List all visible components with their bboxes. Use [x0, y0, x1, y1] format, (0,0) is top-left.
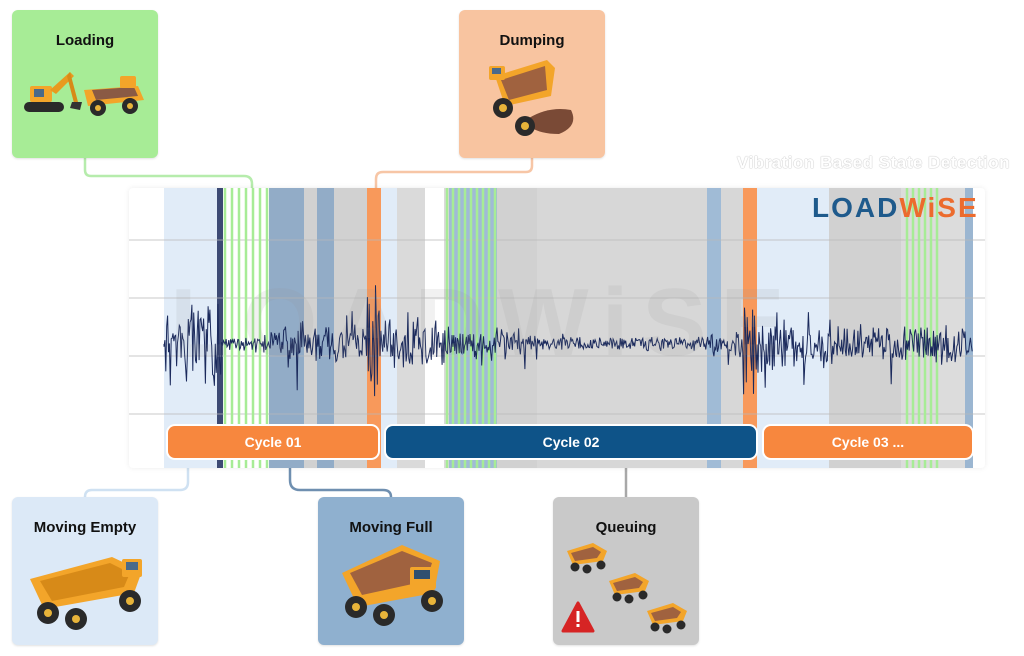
warning-icon [561, 601, 595, 633]
state-band [497, 188, 537, 468]
cycle-02-pill: Cycle 02 [386, 426, 756, 458]
moving-full-state-card: Moving Full [318, 497, 464, 645]
queued-trucks-icon [561, 543, 687, 634]
vibration-signal [163, 285, 973, 397]
grid-lines [129, 239, 985, 415]
state-band [829, 188, 901, 468]
state-band [304, 188, 317, 468]
moving-empty-label: Moving Empty [33, 519, 137, 536]
moving-empty-state-card: Moving Empty [12, 497, 158, 645]
state-band [721, 188, 743, 468]
state-band [757, 188, 829, 468]
cycle-03-pill: Cycle 03 ... [764, 426, 972, 458]
loaded-haul-truck-icon [342, 545, 443, 626]
queuing-state-card: Queuing [553, 497, 699, 645]
state-band [965, 188, 973, 468]
state-band [269, 188, 304, 468]
state-band [537, 188, 707, 468]
dumping-truck-icon [489, 60, 574, 136]
state-band [367, 188, 381, 468]
chart-title: Vibration Based State Detection [736, 153, 1010, 172]
vibration-plot [129, 188, 985, 468]
cycle-01-pill: Cycle 01 [168, 426, 378, 458]
brand-logo: LOADWiSE [812, 192, 979, 224]
dumping-state-card: Dumping [459, 10, 605, 158]
loading-markers [223, 188, 939, 468]
empty-haul-truck-icon [30, 557, 142, 630]
loading-label: Loading [55, 32, 115, 49]
dumping-label: Dumping [499, 32, 565, 49]
excavator-and-haul-truck-icon [24, 72, 144, 116]
state-band [217, 188, 223, 468]
brand-logo-part2: WiSE [899, 192, 979, 223]
state-band [334, 188, 367, 468]
loading-state-card: Loading [12, 10, 158, 158]
state-band [707, 188, 721, 468]
state-band [397, 188, 425, 468]
state-band [743, 188, 757, 468]
queuing-label: Queuing [595, 519, 657, 536]
moving-full-label: Moving Full [349, 519, 433, 536]
vibration-chart [129, 188, 985, 468]
brand-logo-part1: LOAD [812, 192, 900, 223]
